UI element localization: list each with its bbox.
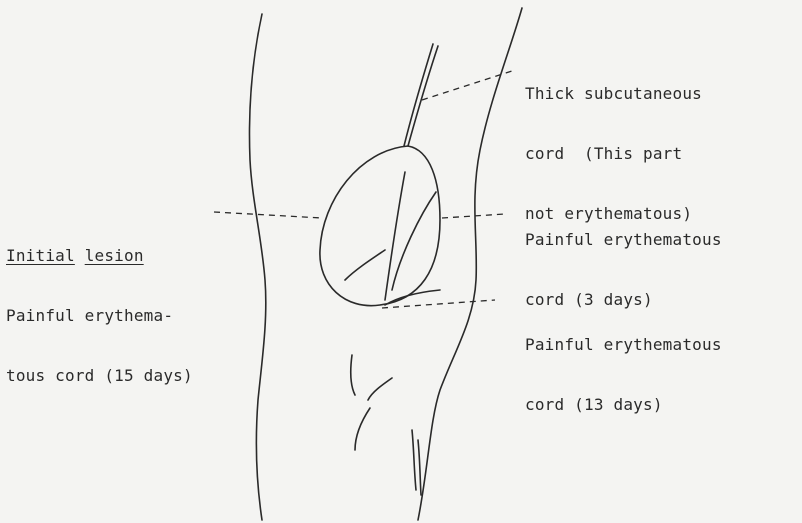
label-thick-cord-line1: Thick subcutaneous	[525, 84, 702, 104]
label-thirteen-days-line2: cord (13 days)	[525, 395, 722, 415]
leader-three-days	[442, 214, 505, 218]
label-initial-word: Initial	[6, 246, 75, 265]
subcutaneous-cord-edge	[404, 44, 433, 146]
label-lesion-word: lesion	[85, 246, 144, 265]
lesion-outline	[320, 146, 440, 306]
label-thirteen-days: Painful erythematous cord (13 days)	[525, 295, 722, 435]
contour-5	[418, 440, 421, 495]
label-thirteen-days-line1: Painful erythematous	[525, 335, 722, 355]
contour-1	[351, 355, 355, 395]
contour-2	[368, 378, 392, 400]
label-three-days-line1: Painful erythematous	[525, 230, 722, 250]
leader-thirteen-days	[382, 300, 495, 308]
label-initial-lesion: Initial lesion Painful erythema- tous co…	[6, 206, 193, 406]
label-initial-lesion-line3: tous cord (15 days)	[6, 366, 193, 386]
leader-initial-lesion	[214, 212, 322, 218]
label-initial-lesion-line1: Initial lesion	[6, 246, 193, 266]
contour-3	[355, 408, 370, 450]
leg-outline-left	[250, 14, 266, 520]
label-thick-cord-line2: cord (This part	[525, 144, 702, 164]
label-initial-lesion-line2: Painful erythema-	[6, 306, 193, 326]
contour-4	[412, 430, 416, 490]
inner-cord-3	[345, 250, 385, 280]
